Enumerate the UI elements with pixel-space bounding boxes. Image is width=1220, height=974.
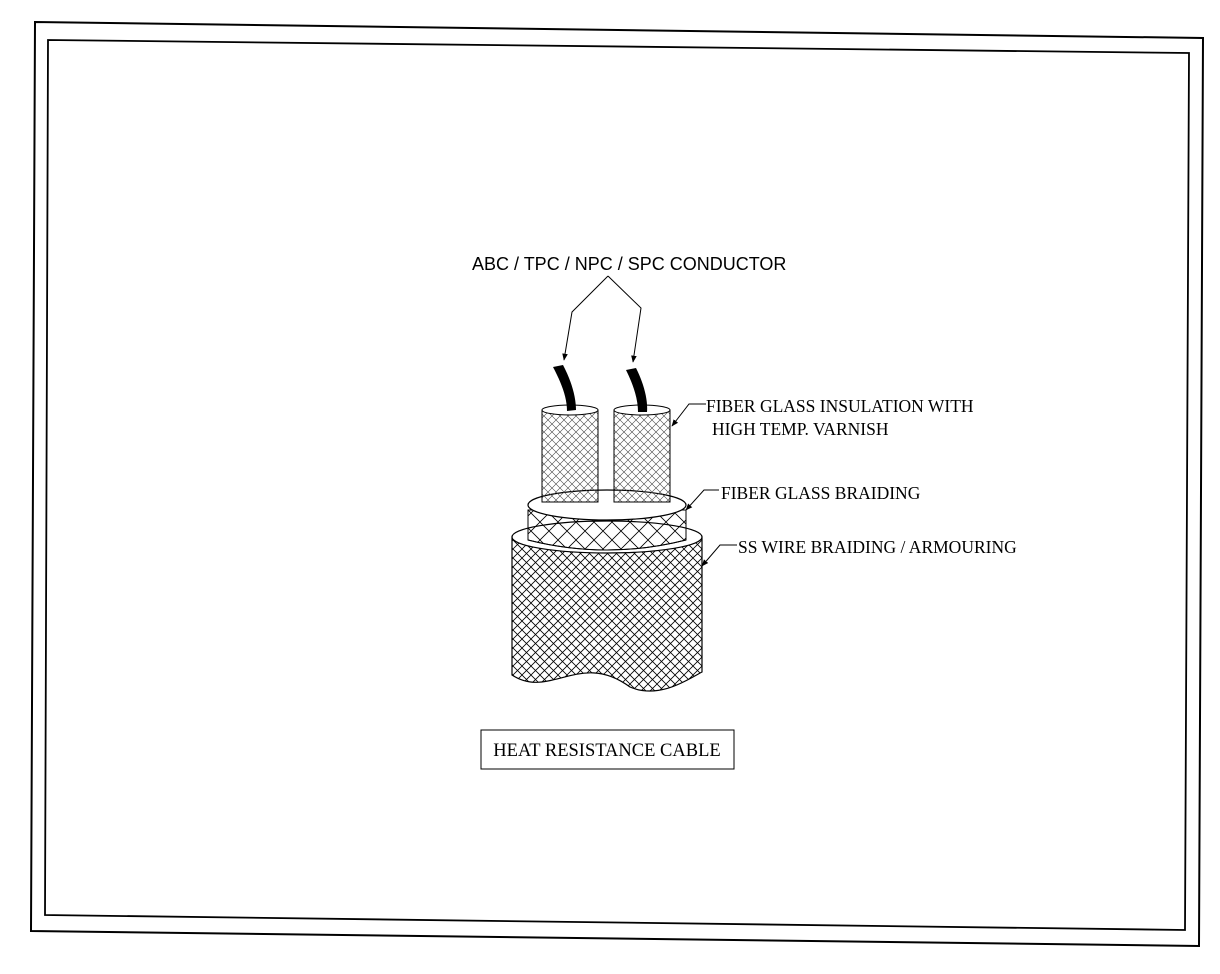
- insulation-label-line2: HIGH TEMP. VARNISH: [712, 419, 889, 439]
- insulation-label-line1: FIBER GLASS INSULATION WITH: [706, 396, 974, 416]
- braiding-label: FIBER GLASS BRAIDING: [721, 483, 921, 503]
- insulated-core-left: [541, 404, 599, 503]
- conductor-left: [553, 365, 576, 411]
- insulated-core-right: [613, 404, 671, 503]
- caption-box: HEAT RESISTANCE CABLE: [480, 729, 735, 770]
- armouring-label: SS WIRE BRAIDING / ARMOURING: [738, 537, 1017, 557]
- layer-leader-lines: [671, 403, 737, 567]
- caption-text: HEAT RESISTANCE CABLE: [493, 741, 720, 761]
- conductor-label: ABC / TPC / NPC / SPC CONDUCTOR: [472, 254, 786, 274]
- drawing-frame: [29, 20, 1205, 948]
- conductor-right: [626, 368, 648, 412]
- conductor-leader-lines: [562, 275, 642, 363]
